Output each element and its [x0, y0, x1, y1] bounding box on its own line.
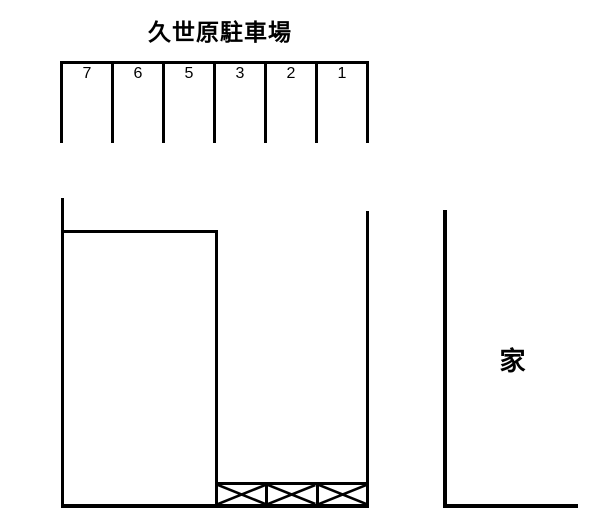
stall-cell-5: 5 [162, 64, 213, 143]
diagram-title: 久世原駐車場 [148, 19, 292, 45]
blocked-cell [315, 485, 366, 504]
house-left-wall [443, 210, 447, 508]
stall-number: 7 [82, 65, 92, 82]
lot-inner-wall [215, 230, 218, 508]
lot-right-wall [366, 211, 369, 508]
x-mark-icon [218, 485, 265, 504]
blocked-strip [218, 485, 366, 504]
x-mark-icon [319, 485, 366, 504]
lot-inner-top-wall [61, 230, 218, 233]
stall-number: 1 [337, 65, 347, 82]
lot-left-wall [61, 198, 64, 508]
stall-cell-3: 3 [213, 64, 264, 143]
stall-grid: 7 6 5 3 2 1 [60, 61, 369, 143]
stall-cell-1: 1 [315, 64, 369, 143]
stall-number: 3 [235, 65, 245, 82]
x-mark-icon [268, 485, 315, 504]
lot-bottom-wall [61, 504, 369, 508]
house-bottom-wall [443, 504, 578, 508]
stall-cell-6: 6 [111, 64, 162, 143]
stall-number: 5 [184, 65, 194, 82]
blocked-cell [218, 485, 265, 504]
stall-cell-7: 7 [60, 64, 111, 143]
blocked-strip-top-line [215, 482, 369, 485]
stall-number: 2 [286, 65, 296, 82]
stall-cell-2: 2 [264, 64, 315, 143]
house-label: 家 [499, 346, 526, 376]
blocked-cell [265, 485, 315, 504]
stall-number: 6 [133, 65, 143, 82]
